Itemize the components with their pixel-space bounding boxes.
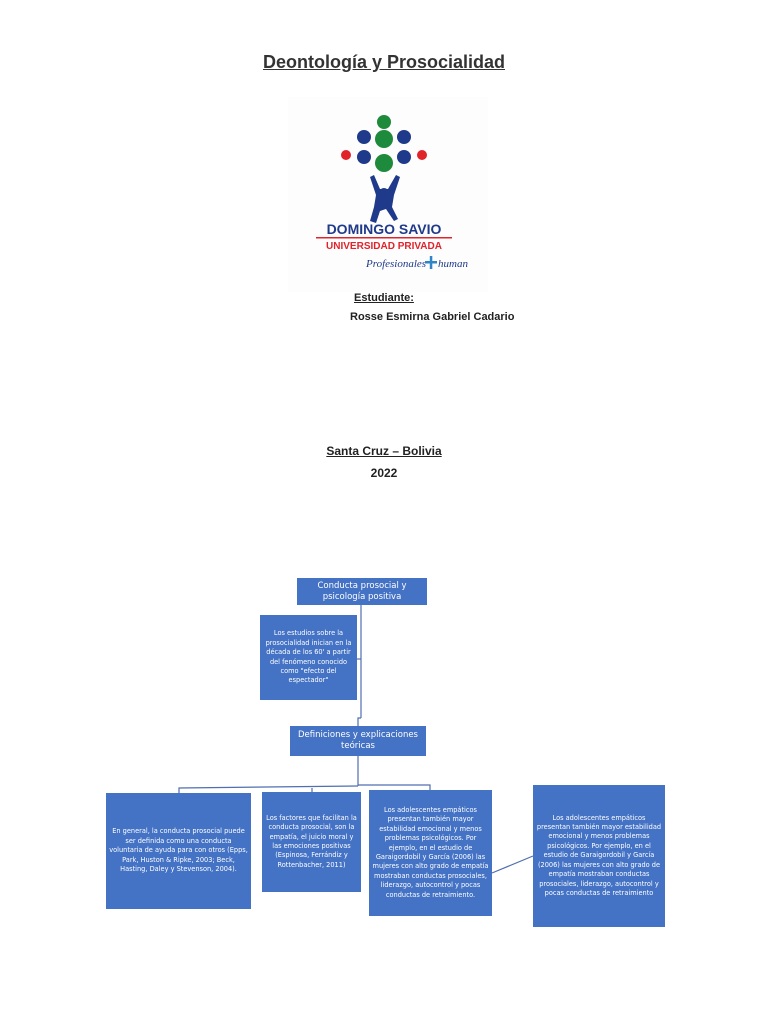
svg-text:UNIVERSIDAD PRIVADA: UNIVERSIDAD PRIVADA [326, 241, 442, 252]
svg-text:DOMINGO SAVIO: DOMINGO SAVIO [327, 221, 442, 237]
year: 2022 [370, 466, 398, 480]
definitions-node: Definiciones y explicaciones teóricas [290, 726, 426, 756]
child-node-factors: Los factores que facilitan la conducta p… [262, 792, 361, 892]
svg-text:Profesionales: Profesionales [365, 258, 426, 270]
student-name: Rosse Esmirna Gabriel Cadario [350, 311, 515, 323]
logo-dot-icon [377, 115, 391, 129]
detached-node-adolescents: Los adolescentes empáticos presentan tam… [533, 785, 665, 927]
location: Santa Cruz – Bolivia [326, 444, 442, 458]
child-node-adolescents: Los adolescentes empáticos presentan tam… [369, 790, 492, 916]
root-node: Conducta prosocial y psicología positiva [297, 578, 427, 605]
svg-text:human: human [438, 258, 468, 270]
child-node-definition: En general, la conducta prosocial puede … [106, 793, 251, 909]
side-note-node: Los estudios sobre la prosocialidad inic… [260, 615, 357, 700]
document-title: Deontología y Prosocialidad [262, 52, 506, 72]
university-logo: DOMINGO SAVIO UNIVERSIDAD PRIVADA Profes… [288, 97, 488, 292]
student-label: Estudiante: [354, 292, 414, 304]
